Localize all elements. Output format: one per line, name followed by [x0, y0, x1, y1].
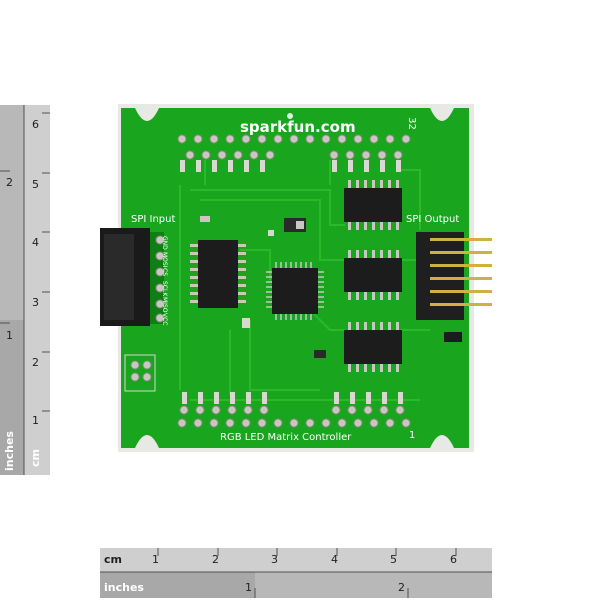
spi-output-header — [416, 232, 492, 320]
corner-label-bottom: 1 — [409, 430, 416, 441]
ruler-bottom-cm-4: 4 — [331, 553, 338, 566]
microcontroller-chip — [266, 262, 324, 320]
ruler-bottom-inch-1: 1 — [245, 581, 252, 594]
top-header-pads — [177, 134, 411, 172]
bottom-ruler: cm 1 2 3 4 5 6 inches 1 2 — [100, 548, 492, 598]
spi-pin-label-vcc: VCC — [161, 313, 168, 326]
ruler-left-cm-1: 1 — [32, 414, 39, 427]
corner-label-top: 32 — [405, 117, 417, 130]
spi-pin-label-sclk: SCLK — [161, 281, 168, 297]
bottom-header-pads — [177, 392, 411, 428]
driver-chip-middle — [344, 250, 402, 300]
mounting-mark — [287, 113, 293, 119]
ruler-bottom-inch-2: 2 — [398, 581, 405, 594]
spi-input-connector — [100, 228, 165, 326]
shift-register-chip-left — [190, 240, 246, 308]
sparkfun-logo: sparkfun.com — [240, 118, 356, 136]
ruler-bottom-cm-3: 3 — [271, 553, 278, 566]
spi-pin-label-gnd: GND — [161, 236, 168, 250]
spi-output-label: SPI Output — [406, 214, 460, 225]
board-title: RGB LED Matrix Controller — [220, 432, 352, 443]
ruler-left-cm-3: 3 — [32, 296, 39, 309]
isp-pads — [124, 354, 156, 392]
ruler-left-cm-6: 6 — [32, 118, 39, 131]
ruler-bottom-unit-cm: cm — [104, 553, 122, 566]
ruler-left-cm-5: 5 — [32, 178, 39, 191]
bottom-ruler-ticks — [100, 548, 492, 598]
spi-input-label: SPI Input — [131, 214, 176, 225]
ruler-bottom-unit-inches: inches — [104, 581, 144, 594]
ruler-bottom-cm-5: 5 — [390, 553, 397, 566]
passive-components — [200, 216, 462, 358]
spi-pin-label-cs: CS — [161, 268, 168, 276]
left-ruler: 6 5 4 3 2 1 2 1 cm inches — [0, 105, 50, 475]
spi-pin-label-miso: MISO — [161, 297, 168, 313]
driver-chip-top — [344, 180, 402, 230]
ruler-left-inch-2: 2 — [6, 176, 13, 189]
driver-chip-bottom — [344, 322, 402, 372]
ruler-bottom-cm-2: 2 — [212, 553, 219, 566]
ruler-bottom-cm-1: 1 — [152, 553, 159, 566]
ruler-left-inch-1: 1 — [6, 329, 13, 342]
ruler-left-cm-2: 2 — [32, 356, 39, 369]
ruler-bottom-cm-6: 6 — [450, 553, 457, 566]
left-ruler-ticks — [0, 105, 50, 475]
spi-pin-label-mosi: MOSI — [161, 252, 168, 268]
ruler-left-cm-4: 4 — [32, 236, 39, 249]
